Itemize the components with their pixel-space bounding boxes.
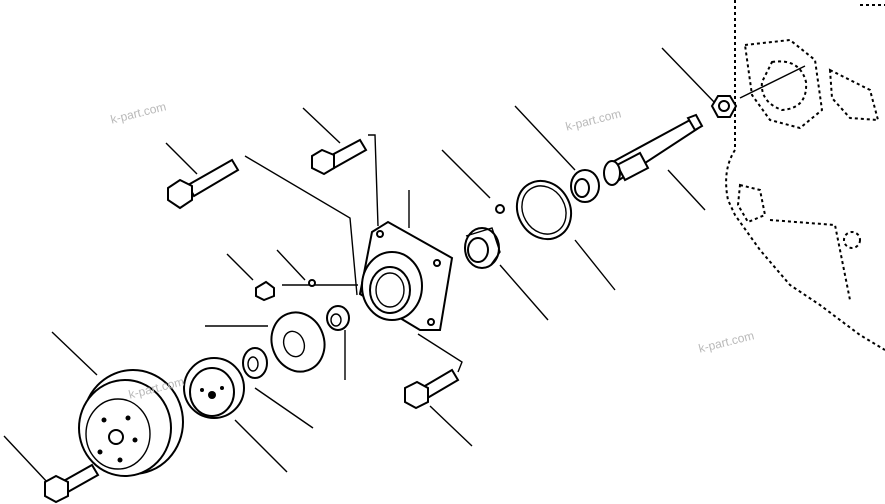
seal-part <box>270 311 326 373</box>
flange-nut-part <box>710 95 738 118</box>
gear-part <box>464 227 501 269</box>
leader-lines <box>3 47 806 484</box>
bolt-bottom-left <box>44 463 100 504</box>
hub-part <box>183 357 245 419</box>
bolt-top-left <box>167 158 240 210</box>
pulley-part <box>78 369 184 477</box>
bearing-part <box>570 169 600 203</box>
washer-part <box>242 347 268 379</box>
small-ball-part <box>495 204 505 214</box>
small-ring-part <box>326 305 350 331</box>
bolt-top-middle <box>311 138 368 176</box>
plug-part <box>255 279 316 302</box>
bolt-bottom-right <box>404 368 460 410</box>
pump-housing-part <box>358 220 454 331</box>
o-ring-part <box>515 179 573 241</box>
drive-shaft-part <box>603 113 704 186</box>
engine-block-outline <box>725 0 885 351</box>
